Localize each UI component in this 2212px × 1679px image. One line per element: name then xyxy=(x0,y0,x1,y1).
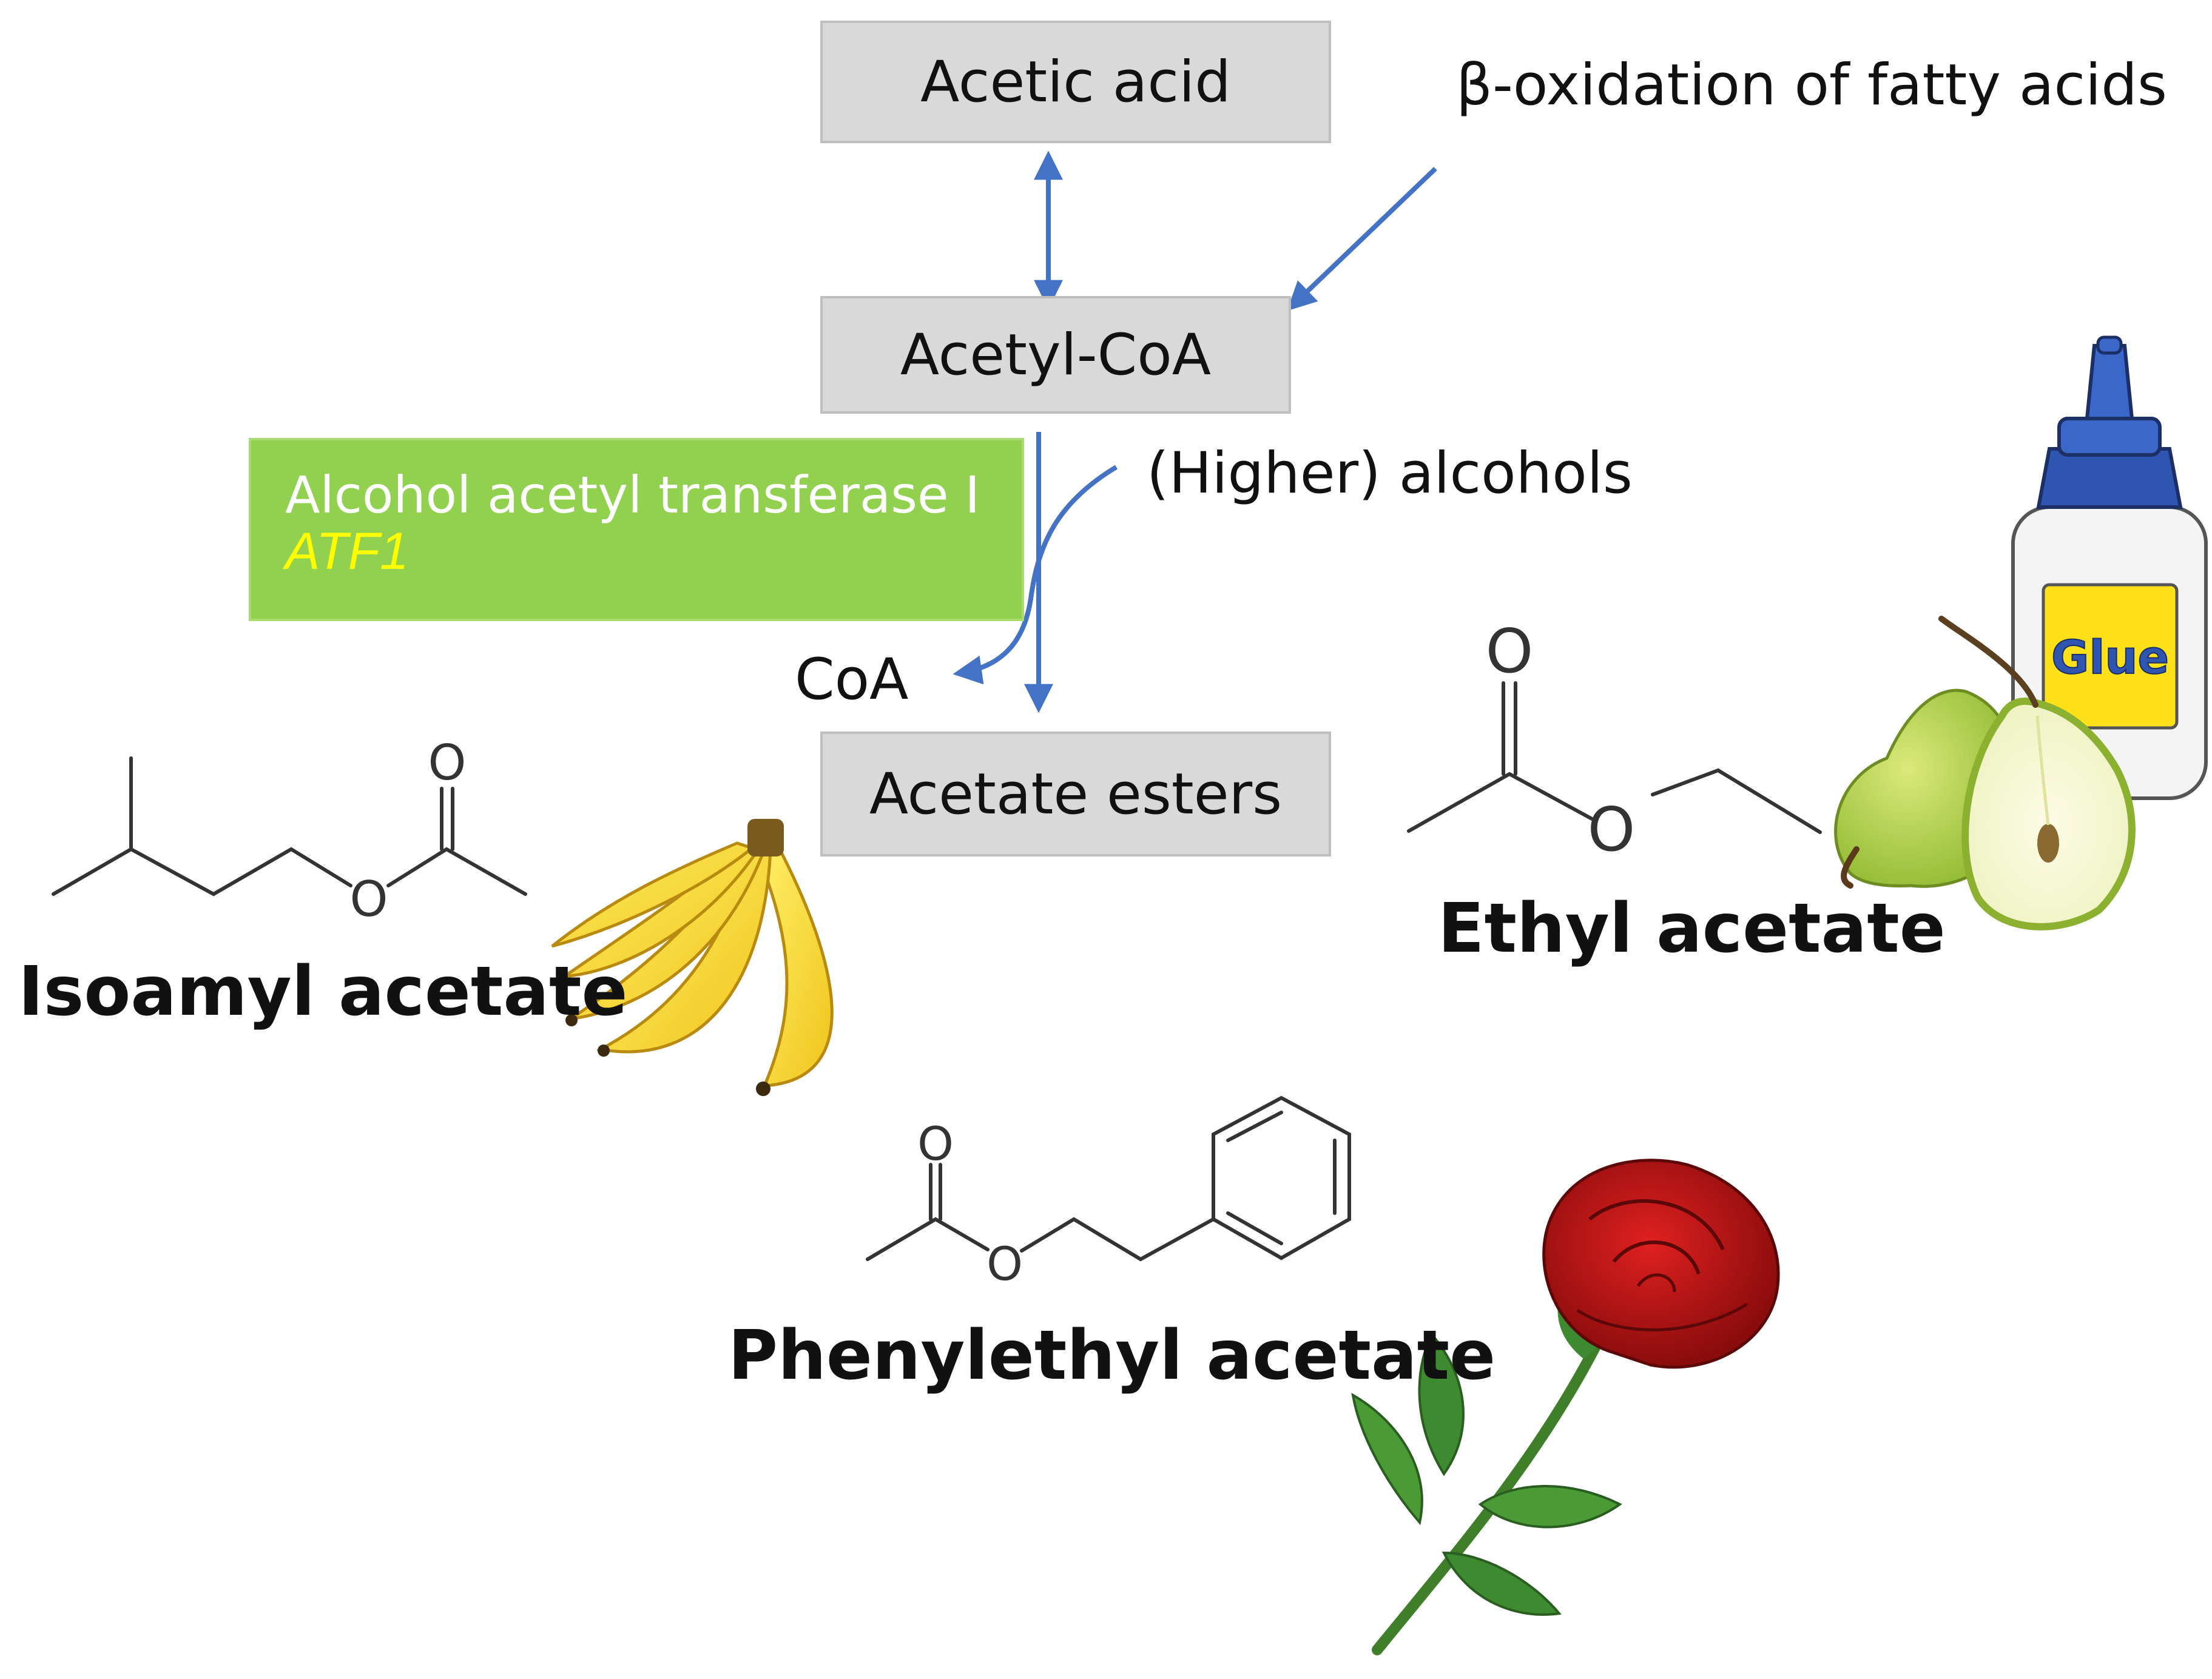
glue-label-text: Glue xyxy=(2051,630,2169,684)
ethyl-carbonyl-oxygen: O xyxy=(1486,616,1534,687)
higher-alcohols-label: (Higher) alcohols xyxy=(1147,440,1633,506)
enzyme-box: Alcohol acetyl transferase I ATF1 xyxy=(249,438,1024,621)
acetyl-coa-label: Acetyl-CoA xyxy=(900,321,1212,388)
alcohol-coa-exchange-arrow xyxy=(953,465,1118,685)
acetate-esters-label: Acetate esters xyxy=(869,761,1283,827)
enzyme-gene: ATF1 xyxy=(285,522,409,581)
ethyl-acetate-structure xyxy=(1407,681,1822,834)
isoamyl-acetate-structure xyxy=(52,756,527,897)
beta-oxidation-arrow xyxy=(1287,167,1437,311)
phenylethyl-acetate-label: Phenylethyl acetate xyxy=(728,1316,1496,1395)
pear-icon xyxy=(1834,616,2136,930)
isoamyl-carbonyl-oxygen: O xyxy=(428,735,467,791)
acetic-acid-node: Acetic acid xyxy=(820,21,1331,143)
beta-oxidation-label: β-oxidation of fatty acids xyxy=(1456,52,2167,118)
ethyl-acetate-label: Ethyl acetate xyxy=(1438,889,1946,968)
phenylethyl-ester-oxygen: O xyxy=(986,1237,1023,1291)
rose-icon xyxy=(1351,1159,1780,1655)
acetic-acid-label: Acetic acid xyxy=(920,49,1231,115)
ethyl-ester-oxygen: O xyxy=(1588,794,1636,865)
acetate-esters-node: Acetate esters xyxy=(820,732,1331,856)
enzyme-name: Alcohol acetyl transferase I xyxy=(285,465,980,525)
coa-label: CoA xyxy=(795,647,909,713)
phenylethyl-carbonyl-oxygen: O xyxy=(917,1117,954,1171)
acetyl-coa-node: Acetyl-CoA xyxy=(820,296,1291,414)
phenylethyl-acetate-structure xyxy=(866,1095,1351,1262)
isoamyl-ester-oxygen: O xyxy=(350,871,388,927)
isoamyl-acetate-label: Isoamyl acetate xyxy=(18,952,628,1031)
banana-icon xyxy=(551,819,834,1096)
